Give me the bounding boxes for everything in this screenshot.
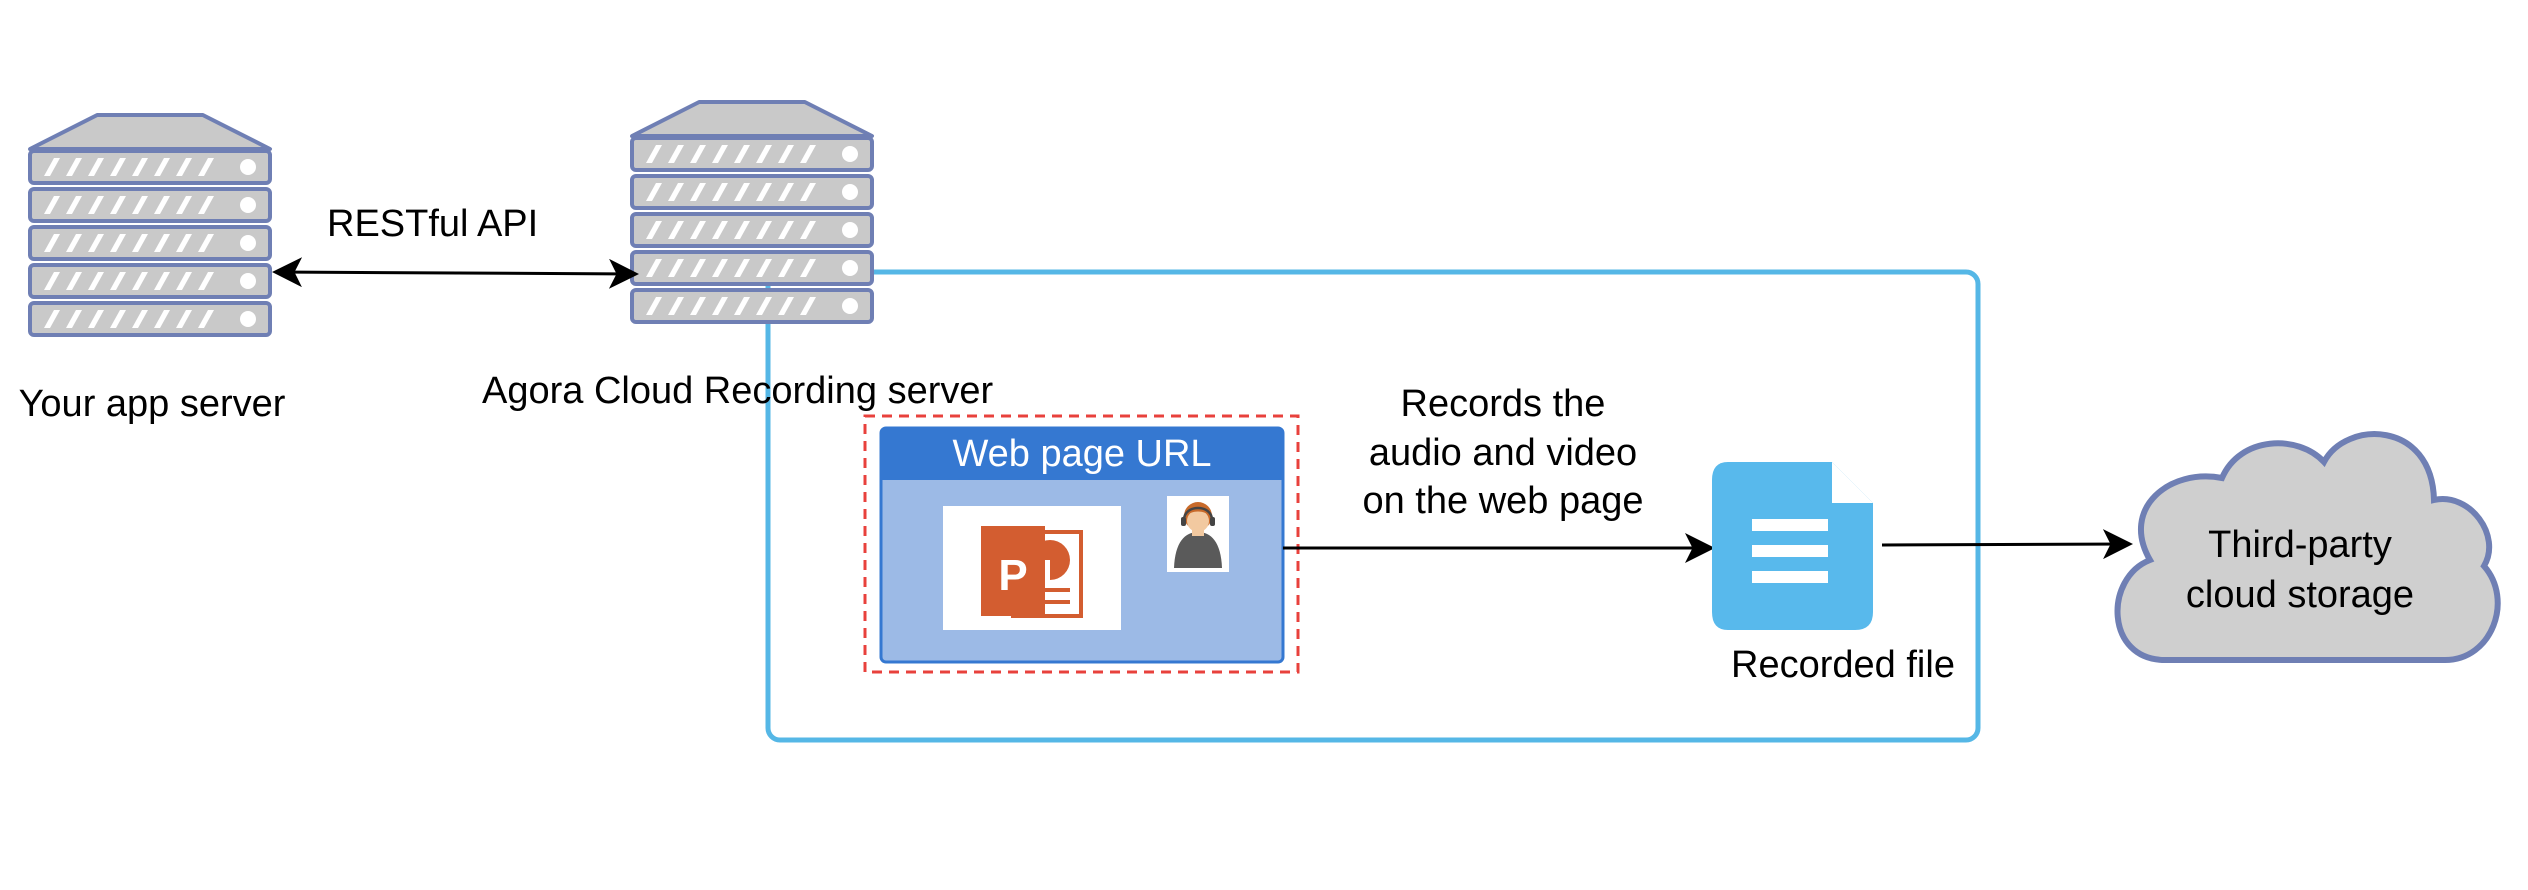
server-unit bbox=[630, 250, 874, 286]
server-top bbox=[28, 113, 272, 151]
web-page-url-label: Web page URL bbox=[952, 433, 1211, 475]
recording-server-icon bbox=[630, 100, 874, 324]
server-unit bbox=[630, 288, 874, 324]
cloud-storage-label-line2: cloud storage bbox=[2186, 574, 2414, 616]
restful-api-label: RESTful API bbox=[327, 203, 538, 245]
cloud-storage-label-line1: Third-party bbox=[2208, 524, 2392, 566]
cloud-storage-icon bbox=[2114, 431, 2501, 663]
app-server-label: Your app server bbox=[19, 383, 286, 425]
records-label-line1: Records the bbox=[1401, 383, 1606, 425]
server-unit bbox=[630, 212, 874, 248]
upload-arrow bbox=[1881, 529, 2133, 560]
server-unit bbox=[28, 263, 272, 299]
web-page-dashed-boundary bbox=[863, 414, 1300, 674]
app-server-icon bbox=[28, 113, 272, 337]
restful-api-arrow bbox=[272, 257, 639, 289]
powerpoint-letter: P bbox=[998, 551, 1027, 600]
recording-container bbox=[765, 269, 1981, 743]
powerpoint-icon: P bbox=[981, 526, 1083, 618]
recorded-file-icon bbox=[1712, 462, 1873, 630]
recording-server-label: Agora Cloud Recording server bbox=[482, 370, 993, 412]
avatar-icon bbox=[1174, 502, 1222, 568]
recorded-file-label: Recorded file bbox=[1731, 644, 1955, 686]
server-unit bbox=[630, 174, 874, 210]
server-top bbox=[630, 100, 874, 138]
server-unit bbox=[28, 149, 272, 185]
server-unit bbox=[630, 136, 874, 172]
web-page-window: Web page URL P bbox=[879, 426, 1285, 664]
records-label-line2: audio and video bbox=[1369, 432, 1637, 474]
server-unit bbox=[28, 225, 272, 261]
server-unit bbox=[28, 187, 272, 223]
records-label-line3: on the web page bbox=[1362, 480, 1643, 522]
server-unit bbox=[28, 301, 272, 337]
